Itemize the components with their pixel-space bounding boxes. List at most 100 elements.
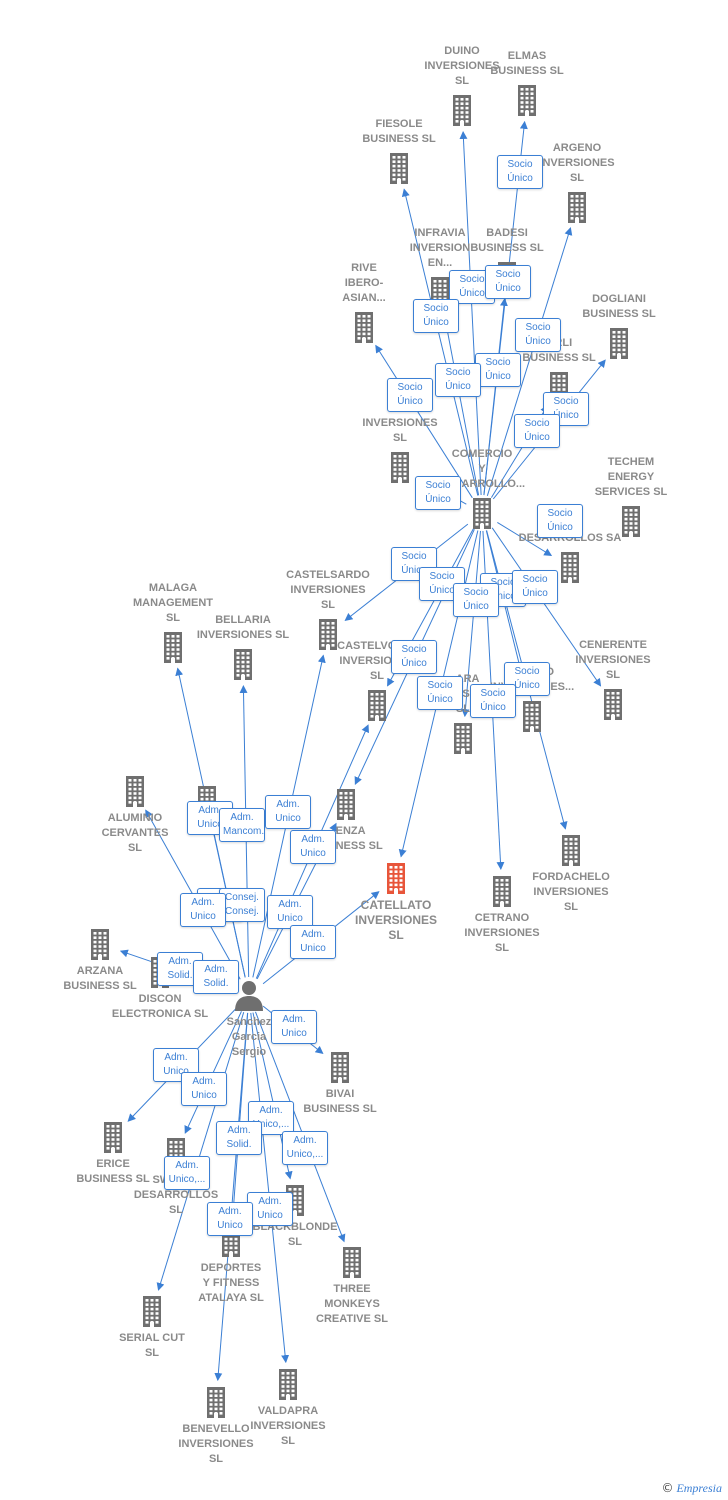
role-badge: Adm. Mancom. bbox=[219, 808, 265, 842]
role-badge: Adm. Unico bbox=[181, 1072, 227, 1106]
building-icon bbox=[164, 632, 182, 663]
person-node[interactable]: Sanchez Garcia Sergio bbox=[189, 978, 309, 1060]
node-label: CENERENTE INVERSIONES SL bbox=[575, 639, 651, 681]
company-node[interactable]: SERIAL CUT SL bbox=[92, 1294, 212, 1361]
role-badge: Socio Único bbox=[470, 684, 516, 718]
brand-logo: Empresia bbox=[676, 1481, 722, 1495]
edge-person-to-serialcut bbox=[156, 1012, 245, 1291]
company-node[interactable]: RIVE IBERO- ASIAN... bbox=[304, 261, 424, 344]
node-label: BENEVELLO INVERSIONES SL bbox=[178, 1423, 254, 1465]
company-node[interactable]: COMERCIO Y DESARROLLO... bbox=[422, 447, 542, 530]
role-badge: Adm. Unico bbox=[265, 795, 311, 829]
role-badge: Adm. Unico,... bbox=[164, 1156, 210, 1190]
company-node[interactable]: ELMAS BUSINESS SL bbox=[467, 49, 587, 117]
node-label: DOGLIANI BUSINESS SL bbox=[582, 293, 656, 320]
company-node[interactable]: FORDACHELO INVERSIONES SL bbox=[511, 833, 631, 915]
company-node[interactable]: ERICE BUSINESS SL bbox=[53, 1120, 173, 1187]
company-node[interactable]: BIVAI BUSINESS SL bbox=[280, 1050, 400, 1117]
company-node[interactable]: THREE MONKEYS CREATIVE SL bbox=[292, 1245, 412, 1327]
building-icon bbox=[126, 776, 144, 807]
role-badge: Adm. Unico bbox=[153, 1048, 199, 1082]
node-label: SERIAL CUT SL bbox=[119, 1332, 185, 1359]
company-node[interactable]: DOGLIANI BUSINESS SL bbox=[559, 292, 679, 360]
edge-person-to-benevello bbox=[214, 1012, 249, 1382]
building-icon bbox=[518, 85, 536, 116]
building-icon bbox=[368, 690, 386, 721]
edge-comercio-to-infravia bbox=[441, 312, 480, 496]
role-badge: Adm. Unico bbox=[180, 893, 226, 927]
building-icon bbox=[319, 619, 337, 650]
role-badge: Socio Único bbox=[497, 155, 543, 189]
building-icon bbox=[331, 1052, 349, 1083]
role-badge: Adm. Unico bbox=[247, 1192, 293, 1226]
node-label: ARZANA BUSINESS SL bbox=[63, 965, 137, 992]
company-node[interactable]: ARZANA BUSINESS SL bbox=[40, 927, 160, 994]
edge-comercio-to-cenerente bbox=[491, 527, 602, 687]
node-label: CATELLATO INVERSIONES SL bbox=[354, 898, 438, 942]
node-label: MALAGA MANAGEMENT SL bbox=[132, 582, 214, 624]
node-label: INFRAVIA INVERSION EN... bbox=[409, 227, 471, 269]
role-badge: Socio Único bbox=[512, 570, 558, 604]
building-icon bbox=[562, 835, 580, 866]
node-label: ERICE BUSINESS SL bbox=[76, 1158, 150, 1185]
role-badge: Consej. Consej. bbox=[219, 888, 265, 922]
company-node[interactable]: CENERENTE INVERSIONES SL bbox=[553, 638, 673, 721]
node-label: ALUMINIO CERVANTES SL bbox=[101, 812, 169, 854]
company-node[interactable]: BENEVELLO INVERSIONES SL bbox=[156, 1385, 276, 1467]
building-icon bbox=[493, 876, 511, 907]
node-label: TECHEM ENERGY SERVICES SL bbox=[594, 456, 668, 498]
role-badge: Socio Único bbox=[413, 299, 459, 333]
building-icon bbox=[622, 506, 640, 537]
edge-comercio-to-anara bbox=[461, 530, 481, 718]
company-node[interactable]: BELLARIA INVERSIONES SL bbox=[183, 613, 303, 681]
edge-comercio-to-badesi bbox=[483, 297, 508, 496]
building-icon bbox=[604, 689, 622, 720]
role-badge: Socio Único bbox=[435, 363, 481, 397]
role-badge: Adm. Unico bbox=[267, 895, 313, 929]
company-node[interactable]: DEPORTES Y FITNESS ATALAYA SL bbox=[171, 1224, 291, 1306]
company-node[interactable]: CATELLATO INVERSIONES SL bbox=[336, 861, 456, 943]
node-label: DISCON ELECTRONICA SL bbox=[111, 993, 209, 1020]
role-badge: Adm. Unico,... bbox=[282, 1131, 328, 1165]
building-icon bbox=[343, 1247, 361, 1278]
edge-comercio-to-argeno bbox=[486, 227, 573, 496]
role-badge: Adm. Unico bbox=[290, 830, 336, 864]
node-label: BIVAI BUSINESS SL bbox=[303, 1088, 377, 1115]
role-badge: Socio Único bbox=[514, 414, 560, 448]
building-icon bbox=[337, 789, 355, 820]
company-node[interactable]: INFRAVIA INVERSION EN... bbox=[380, 226, 500, 309]
company-node[interactable]: TECHEM ENERGY SERVICES SL bbox=[571, 455, 691, 538]
building-icon bbox=[355, 312, 373, 343]
role-badge: Socio Único bbox=[387, 378, 433, 412]
node-label: FIESOLE BUSINESS SL bbox=[362, 118, 436, 145]
edge-comercio-to-fiesole bbox=[401, 188, 479, 496]
node-label: Sanchez Garcia Sergio bbox=[226, 1016, 272, 1058]
company-node[interactable]: CETRANO INVERSIONES SL bbox=[442, 874, 562, 956]
company-node[interactable]: MALAGA MANAGEMENT SL bbox=[113, 581, 233, 664]
company-node[interactable]: O... INVERSIONES SL bbox=[340, 401, 460, 484]
role-badge: Socio Único bbox=[453, 583, 499, 617]
company-node[interactable]: ALUMINIO CERVANTES SL bbox=[75, 774, 195, 856]
company-node[interactable]: DUINO INVERSIONES SL bbox=[402, 44, 522, 127]
edge-comercio-to-desarrollos bbox=[497, 521, 553, 557]
role-badge: Socio Único bbox=[391, 640, 437, 674]
node-label: BELLARIA INVERSIONES SL bbox=[196, 614, 290, 641]
role-badge: Socio Único bbox=[475, 353, 521, 387]
role-badge: Socio Único bbox=[537, 504, 583, 538]
company-node[interactable]: VALDAPRA INVERSIONES SL bbox=[228, 1367, 348, 1449]
edge-comercio-to-duino bbox=[459, 130, 482, 496]
building-icon bbox=[91, 929, 109, 960]
node-label: DUINO INVERSIONES SL bbox=[424, 45, 500, 87]
node-label: ELMAS BUSINESS SL bbox=[490, 50, 564, 77]
node-label: ARGENO INVERSIONES SL bbox=[539, 142, 615, 184]
company-node[interactable]: CASTELSARDO INVERSIONES SL bbox=[268, 568, 388, 651]
building-icon bbox=[561, 552, 579, 583]
building-icon bbox=[104, 1122, 122, 1153]
company-node[interactable]: ARGENO INVERSIONES SL bbox=[517, 141, 637, 224]
node-label: DEPORTES Y FITNESS ATALAYA SL bbox=[198, 1262, 264, 1304]
role-badge: Socio Único bbox=[515, 318, 561, 352]
building-icon bbox=[568, 192, 586, 223]
role-badge: Socio Único bbox=[417, 676, 463, 710]
company-node[interactable]: FIESOLE BUSINESS SL bbox=[339, 117, 459, 185]
